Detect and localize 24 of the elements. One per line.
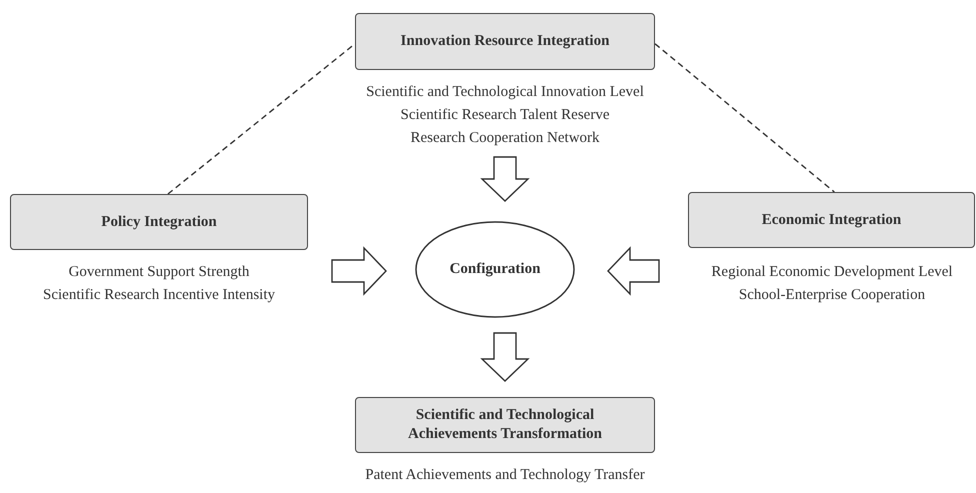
indicator-text: Government Support Strength xyxy=(68,263,250,282)
node-title: Configuration xyxy=(450,261,540,278)
process-box xyxy=(355,13,655,70)
indicator-text: Research Cooperation Network xyxy=(409,129,601,148)
indicator-text: School-Enterprise Cooperation xyxy=(738,286,926,305)
indicator-text: Patent Achievements and Technology Transfer xyxy=(364,466,646,485)
block-arrow xyxy=(331,246,387,296)
dashed-line xyxy=(654,43,835,193)
indicator-text: Scientific and Technological Innovation Level xyxy=(365,83,645,102)
dashed-line xyxy=(168,43,356,195)
block-arrow xyxy=(480,332,530,382)
block-arrow xyxy=(607,246,660,296)
indicator-text: Scientific Research Talent Reserve xyxy=(399,106,610,125)
node-title: Policy Integration xyxy=(101,214,217,230)
block-arrow xyxy=(480,156,530,202)
ellipse-node xyxy=(415,221,575,318)
node-title: Economic Integration xyxy=(762,212,902,228)
indicator-text: Regional Economic Development Level xyxy=(710,263,954,282)
node-title: Scientific and Technological Achievements Transformation xyxy=(406,406,603,444)
process-box xyxy=(355,397,655,453)
indicator-text: Scientific Research Incentive Intensity xyxy=(42,286,276,305)
process-box xyxy=(10,194,308,250)
process-box xyxy=(688,192,975,248)
node-title: Innovation Resource Integration xyxy=(400,33,610,50)
